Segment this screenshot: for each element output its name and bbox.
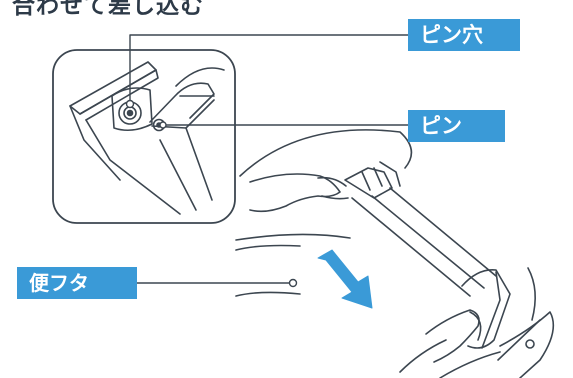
- label-pin-hole: ピン穴: [408, 19, 520, 51]
- toilet-seat-scene: [236, 130, 553, 378]
- zoom-inset-frame: [53, 50, 235, 223]
- label-toilet-lid: 便フタ: [17, 267, 137, 299]
- inset-hinge-detail: [70, 62, 224, 214]
- label-pin: ピン: [408, 110, 505, 142]
- insert-direction-arrow: [318, 250, 372, 308]
- leader-lines: [127, 35, 409, 287]
